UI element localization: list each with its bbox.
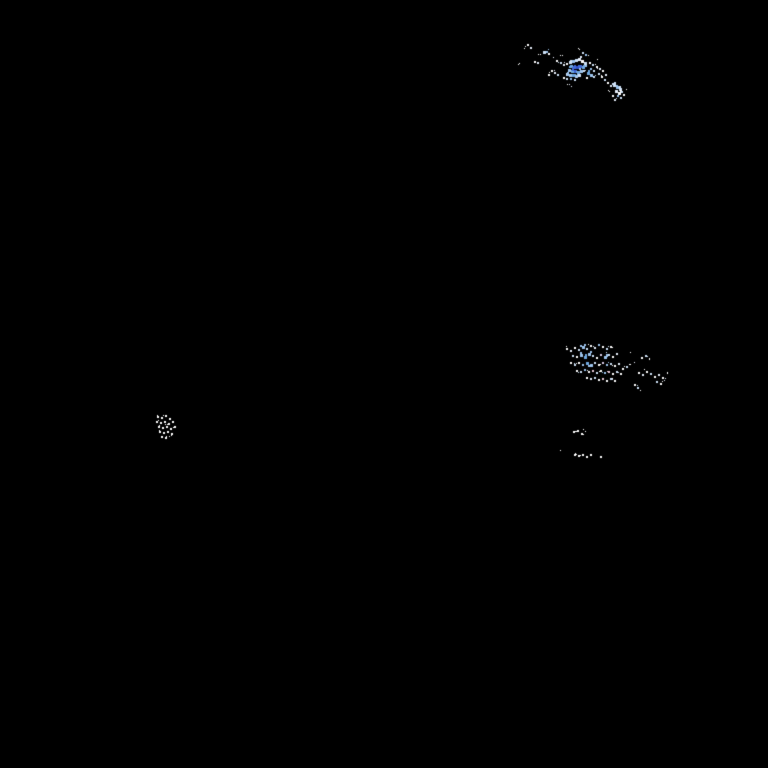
radar-imagery-view — [0, 0, 768, 768]
radar-echo-canvas — [0, 0, 768, 768]
